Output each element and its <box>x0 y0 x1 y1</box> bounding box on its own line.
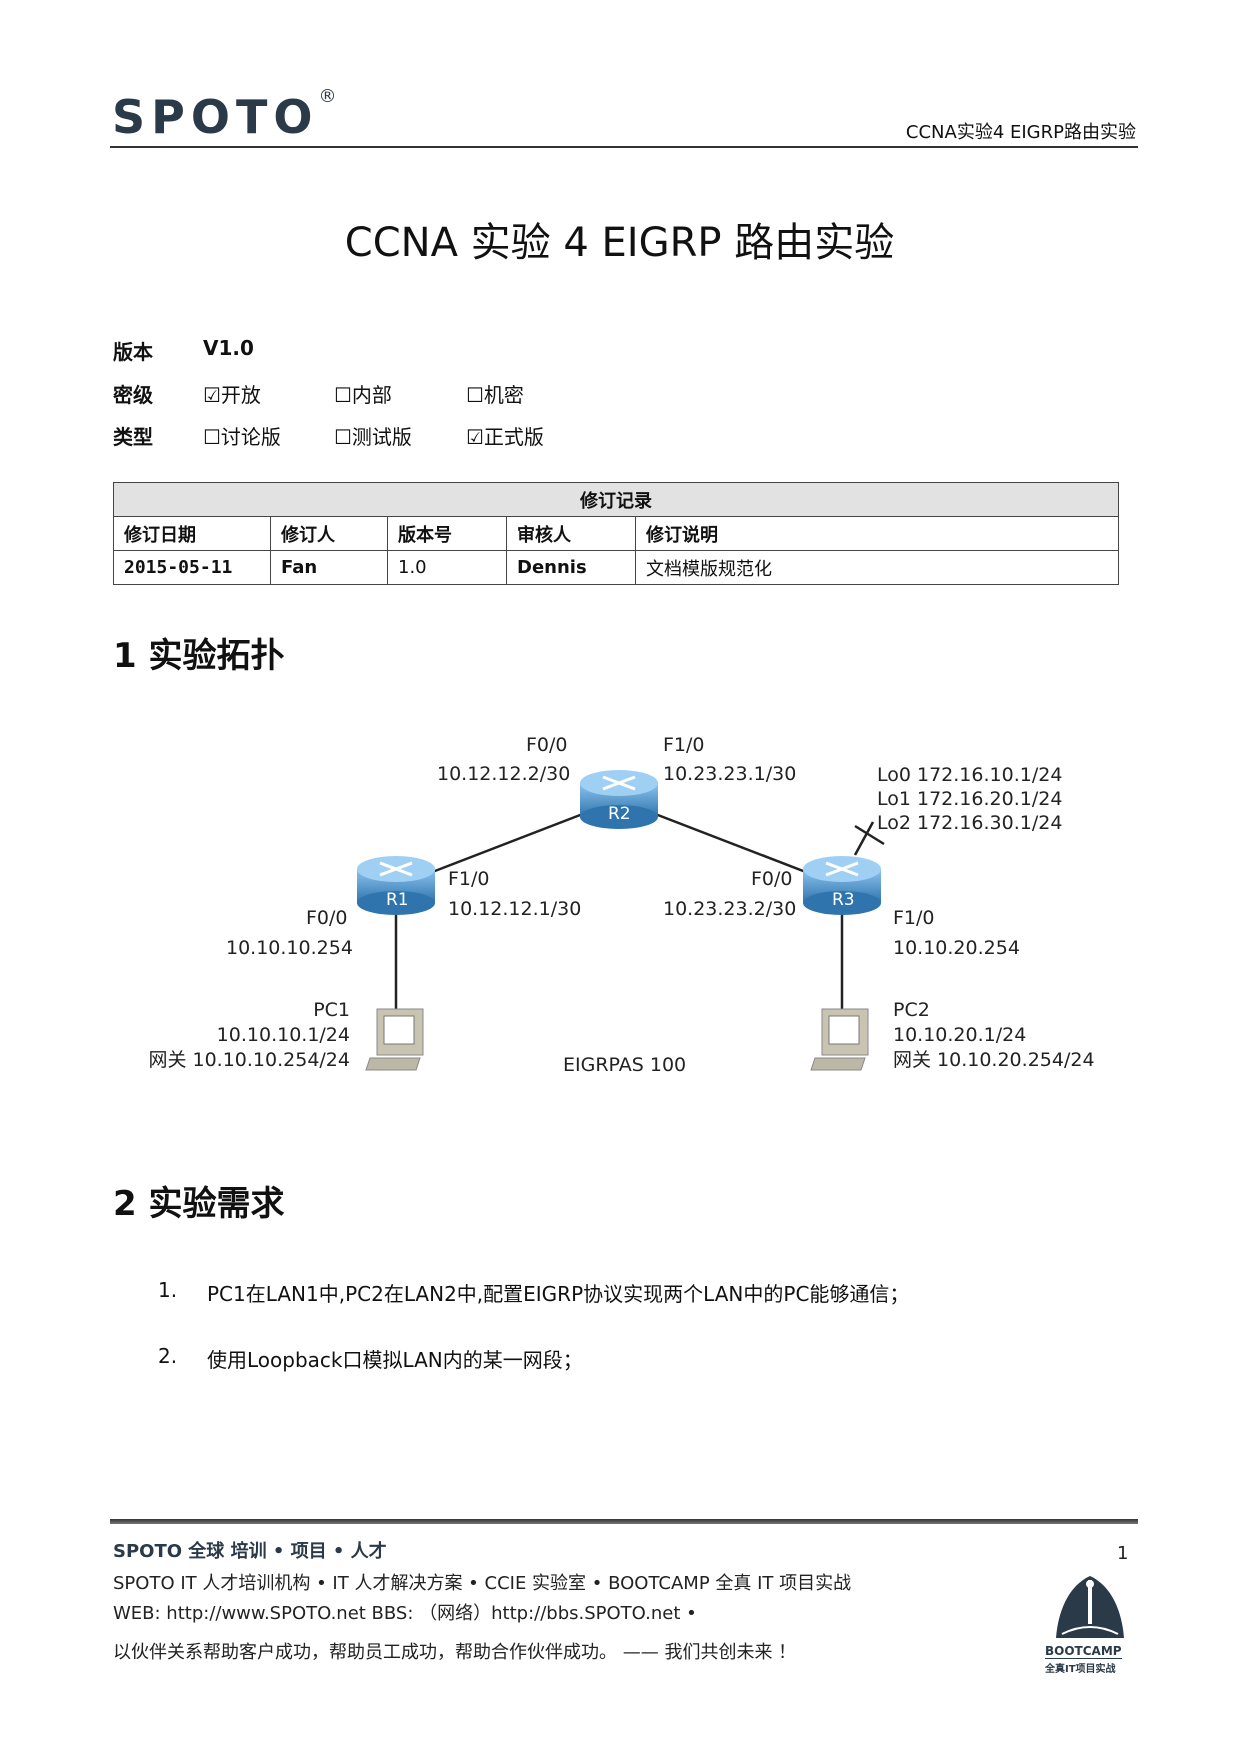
bootcamp-logo-text: BOOTCAMP <box>1045 1644 1122 1659</box>
list-item: 使用Loopback口模拟LAN内的某一网段； <box>207 1348 583 1372</box>
col-version: 版本号 <box>387 516 507 551</box>
section1-heading: 1 实验拓扑 <box>113 636 285 676</box>
pc1-icon <box>365 1008 424 1071</box>
pc2-icon <box>810 1008 869 1071</box>
r2-f10-ip: 10.23.23.1/30 <box>663 763 797 785</box>
router-r1-icon <box>357 856 435 915</box>
type-label: 类型 <box>113 425 153 449</box>
security-label: 密级 <box>113 383 153 407</box>
list-item: PC1在LAN1中,PC2在LAN2中,配置EIGRP协议实现两个LAN中的PC… <box>207 1282 910 1306</box>
footer-services: SPOTO IT 人才培训机构 • IT 人才解决方案 • CCIE 实验室 •… <box>113 1573 852 1594</box>
r1-f00-label: F0/0 <box>306 907 348 929</box>
r3-f00-label: F0/0 <box>751 868 793 890</box>
r1-f00-ip: 10.10.10.254 <box>226 937 353 959</box>
bootcamp-logo-icon <box>1056 1576 1124 1638</box>
list-item-number: 1. <box>158 1278 178 1302</box>
footer-divider <box>110 1519 1138 1524</box>
security-internal: ☐内部 <box>334 383 392 407</box>
r1-f10-ip: 10.12.12.1/30 <box>448 898 582 920</box>
footer-links: WEB: http://www.SPOTO.net BBS: （网络）http:… <box>113 1603 697 1624</box>
list-item-number: 2. <box>158 1344 178 1368</box>
footer-motto: 以伙伴关系帮助客户成功，帮助员工成功，帮助合作伙伴成功。 —— 我们共创未来 ！ <box>113 1642 797 1663</box>
r2-f10-label: F1/0 <box>663 734 705 756</box>
security-confidential: ☐机密 <box>466 383 524 407</box>
table-row: 2015-05-11 Fan 1.0 Dennis 文档模版规范化 <box>113 550 1119 585</box>
col-reviewer: 审核人 <box>506 516 636 551</box>
r3-f10-ip: 10.10.20.254 <box>893 937 1020 959</box>
eigrp-as-label: EIGRPAS 100 <box>563 1054 687 1076</box>
section2-heading: 2 实验需求 <box>113 1184 285 1224</box>
r3-f00-ip: 10.23.23.2/30 <box>663 898 797 920</box>
type-test: ☐测试版 <box>334 425 412 449</box>
r3-label: R3 <box>832 890 855 910</box>
page-number: 1 <box>1117 1543 1129 1564</box>
type-official: ☑正式版 <box>466 425 544 449</box>
r1-f10-label: F1/0 <box>448 868 490 890</box>
router-r2-icon <box>580 770 658 829</box>
col-notes: 修订说明 <box>635 516 1119 551</box>
router-r3-icon <box>803 856 881 915</box>
revision-table: 修订记录 修订日期 修订人 版本号 审核人 修订说明 2015-05-11 Fa… <box>113 482 1119 585</box>
type-discussion: ☐讨论版 <box>203 425 281 449</box>
version-value: V1.0 <box>203 336 254 360</box>
r2-label: R2 <box>608 804 631 824</box>
r3-f10-label: F1/0 <box>893 907 935 929</box>
r2-f00-ip: 10.12.12.2/30 <box>437 763 571 785</box>
footer-slogan: SPOTO 全球 培训 • 项目 • 人才 <box>113 1541 387 1562</box>
r1-label: R1 <box>386 890 409 910</box>
version-label: 版本 <box>113 340 153 364</box>
spoto-logo: SPOTO® <box>112 86 337 144</box>
page-title: CCNA 实验 4 EIGRP 路由实验 <box>344 220 895 266</box>
col-reviser: 修订人 <box>270 516 388 551</box>
header-doc-title: CCNA实验4 EIGRP路由实验 <box>905 122 1136 143</box>
security-open: ☑开放 <box>203 383 261 407</box>
bootcamp-logo-subtext: 全真IT项目实战 <box>1045 1664 1116 1675</box>
header-divider <box>110 146 1138 148</box>
r2-f00-label: F0/0 <box>526 734 568 756</box>
loopback-stub <box>853 821 875 856</box>
table-caption: 修订记录 <box>113 482 1119 517</box>
table-header-row: 修订日期 修订人 版本号 审核人 修订说明 <box>113 516 1119 551</box>
